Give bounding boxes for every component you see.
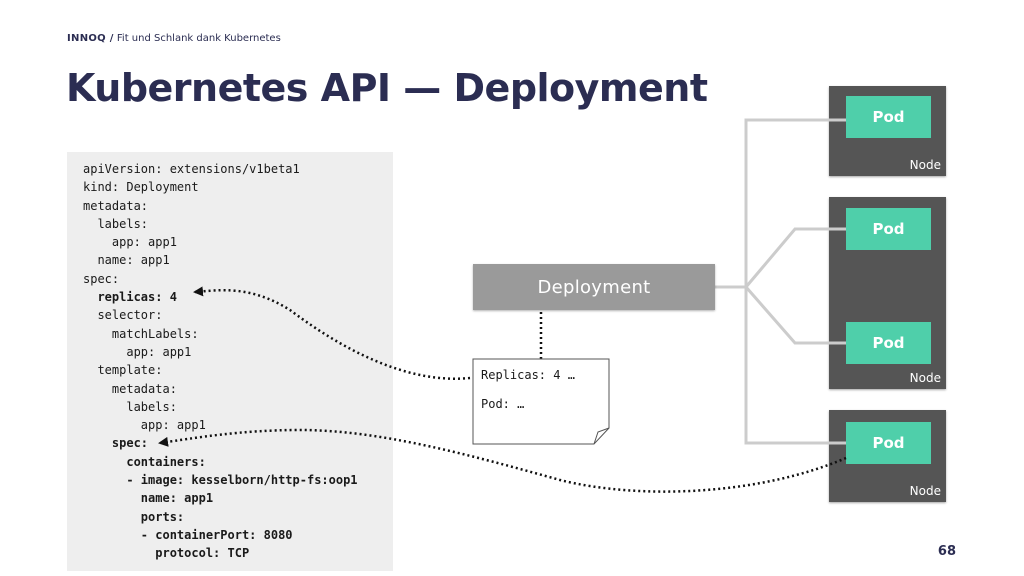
header-subtitle: Fit und Schlank dank Kubernetes xyxy=(116,33,281,44)
pod-label: Pod xyxy=(872,334,905,352)
code-line: name: app1 xyxy=(83,491,214,506)
code-line: containers: xyxy=(83,454,206,469)
node-label: Node xyxy=(909,158,941,172)
deployment-label: Deployment xyxy=(537,276,651,298)
pod-label: Pod xyxy=(872,108,905,126)
code-line: matchLabels: xyxy=(83,326,199,341)
replicas-note: Replicas: 4 … Pod: … xyxy=(473,359,609,444)
node-label: Node xyxy=(909,484,941,498)
link-pod-2 xyxy=(744,227,846,288)
code-line: apiVersion: extensions/v1beta1 xyxy=(83,162,300,176)
node-1: Pod Node xyxy=(829,86,946,176)
note-line-pod: Pod: … xyxy=(481,397,525,411)
spec-arrow xyxy=(158,428,847,493)
slide-title: Kubernetes API — Deployment xyxy=(66,66,708,110)
code-line: template: xyxy=(83,363,163,378)
link-pod-4 xyxy=(744,287,846,445)
node-2: Pod Pod Node xyxy=(829,197,946,389)
code-line: selector: xyxy=(83,308,163,323)
replicas-arrow xyxy=(193,286,471,380)
code-line: replicas: 4 xyxy=(83,290,177,305)
pod-label: Pod xyxy=(872,434,905,452)
note-paper xyxy=(472,358,610,445)
slide-header: INNOQ / Fit und Schlank dank Kubernetes xyxy=(67,33,281,44)
pod-3: Pod xyxy=(846,322,931,364)
code-line: app: app1 xyxy=(83,235,177,250)
code-line: name: app1 xyxy=(83,253,170,268)
code-line: labels: xyxy=(83,216,149,231)
node-label: Node xyxy=(909,371,941,385)
pod-label: Pod xyxy=(872,220,905,238)
deployment-pod-links xyxy=(715,118,846,445)
code-line: spec: xyxy=(83,436,149,451)
code-line: metadata: xyxy=(83,381,177,396)
link-pod-1 xyxy=(744,118,846,287)
code-line: protocol: TCP xyxy=(83,546,250,561)
code-line: - image: kesselborn/http-fs:oop1 xyxy=(83,473,358,488)
note-line-replicas: Replicas: 4 … xyxy=(481,368,575,382)
code-lines: apiVersion: extensions/v1beta1 kind: Depl… xyxy=(83,160,358,563)
pod-2: Pod xyxy=(846,208,931,250)
pod-1: Pod xyxy=(846,96,931,138)
code-line: app: app1 xyxy=(83,344,192,359)
code-line: - containerPort: 8080 xyxy=(83,527,293,542)
code-line: kind: Deployment xyxy=(83,180,199,195)
code-line: ports: xyxy=(83,509,185,524)
deployment-box: Deployment xyxy=(473,264,715,310)
pod-4: Pod xyxy=(846,422,931,464)
yaml-code-block: apiVersion: extensions/v1beta1 kind: Depl… xyxy=(67,152,393,571)
link-pod-3 xyxy=(744,286,846,345)
code-line: labels: xyxy=(83,399,177,414)
code-line: metadata: xyxy=(83,198,149,213)
note-fold xyxy=(593,427,610,445)
node-3: Pod Node xyxy=(829,410,946,502)
brand-logo: INNOQ / xyxy=(67,33,114,44)
code-line: app: app1 xyxy=(83,418,206,433)
page-number: 68 xyxy=(937,544,956,559)
code-line: spec: xyxy=(83,271,120,286)
